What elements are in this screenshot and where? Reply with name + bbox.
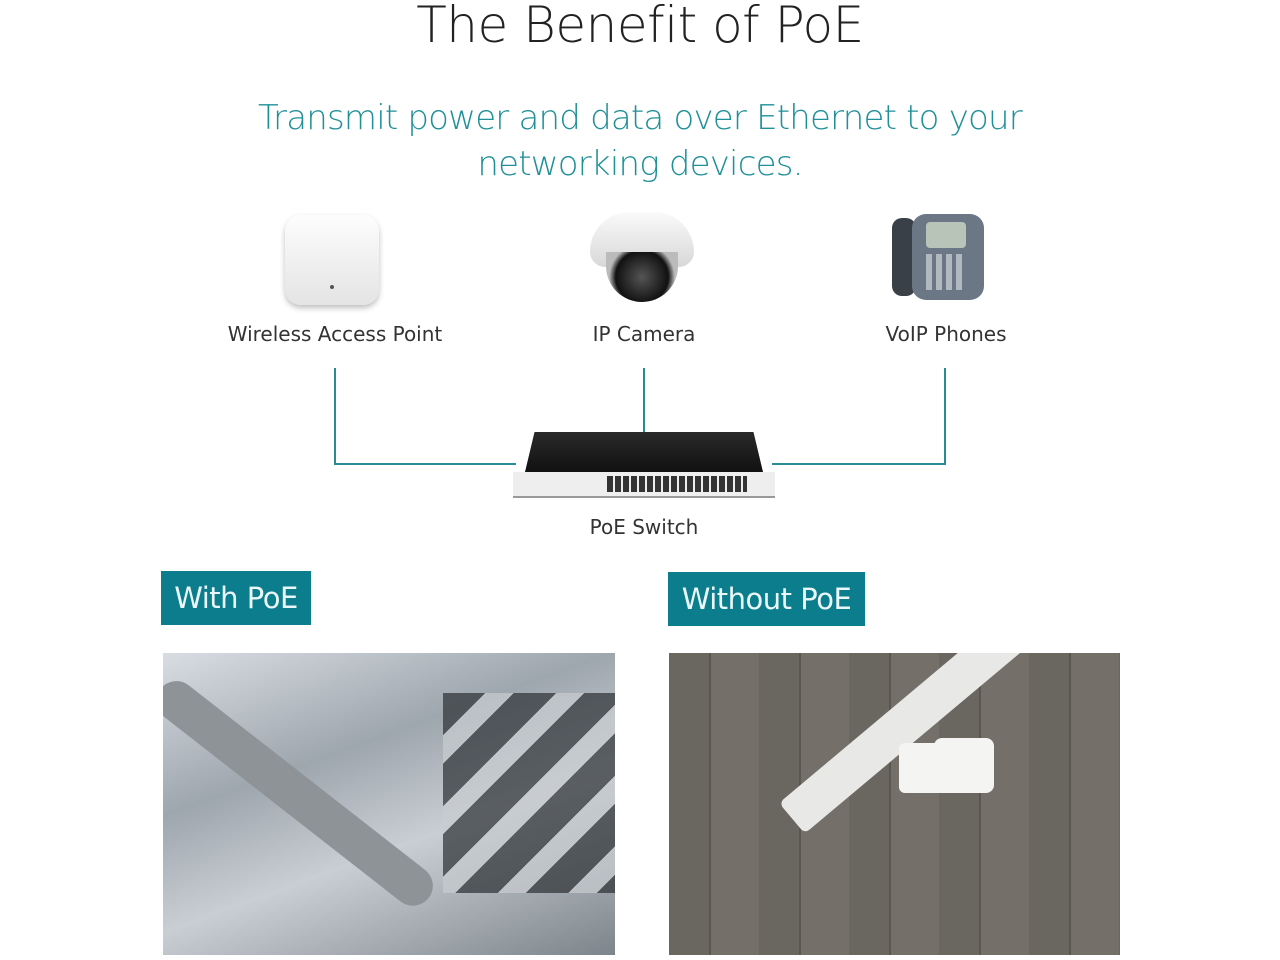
tangled-power-strip-photo — [669, 653, 1120, 955]
connector-line-camera — [643, 368, 645, 434]
connector-line-ap — [334, 368, 336, 465]
connector-line-phone-horizontal — [772, 463, 946, 465]
without-poe-label: Without PoE — [668, 572, 865, 626]
wireless-access-point-icon — [285, 215, 379, 305]
connector-line-ap-horizontal — [334, 463, 516, 465]
subtitle-line-1: Transmit power and data over Ethernet to… — [258, 98, 1023, 138]
with-poe-label: With PoE — [161, 571, 311, 625]
ethernet-cable-switch-photo — [163, 653, 615, 955]
poe-switch-icon — [513, 432, 775, 498]
device-label-ip-camera: IP Camera — [592, 322, 696, 346]
device-label-voip-phones: VoIP Phones — [885, 322, 1007, 346]
switch-label: PoE Switch — [589, 515, 699, 539]
page-title: The Benefit of PoE — [416, 0, 864, 54]
subtitle-line-2: networking devices. — [477, 144, 803, 184]
device-label-wireless-access-point: Wireless Access Point — [227, 322, 443, 346]
ip-camera-icon — [590, 212, 694, 304]
voip-phone-icon — [890, 212, 986, 306]
connector-line-phone — [944, 368, 946, 465]
